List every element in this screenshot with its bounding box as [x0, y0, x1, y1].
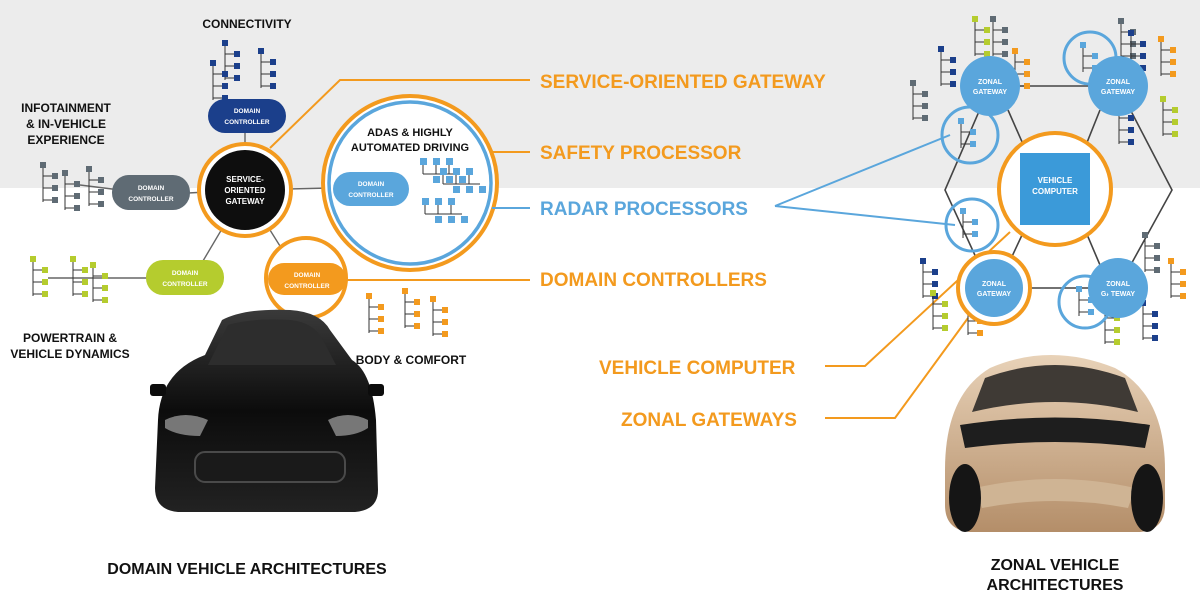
svg-text:GATEWAY: GATEWAY [973, 89, 1008, 96]
svg-text:DOMAIN: DOMAIN [294, 272, 321, 279]
vehicle-computer-callout: VEHICLE COMPUTER [599, 358, 796, 379]
svg-text:VEHICLE DYNAMICS: VEHICLE DYNAMICS [10, 347, 129, 361]
powertrain-label: POWERTRAIN & VEHICLE DYNAMICS [10, 331, 129, 361]
domain-architecture-title: DOMAIN VEHICLE ARCHITECTURES [107, 561, 387, 578]
svg-text:SERVICE-: SERVICE- [226, 175, 264, 184]
svg-text:CONTROLLER: CONTROLLER [162, 281, 207, 288]
radar-processor-rings [940, 30, 1118, 330]
svg-text:DOMAIN: DOMAIN [358, 181, 385, 188]
svg-text:ZONAL: ZONAL [1106, 79, 1131, 86]
body-domain-controller: DOMAIN CONTROLLER [264, 236, 348, 320]
svg-text:ZONAL: ZONAL [982, 281, 1007, 288]
infotainment-label: INFOTAINMENT & IN-VEHICLE EXPERIENCE [21, 101, 111, 147]
zonal-gateway-bottom-right: ZONAL GATEWAY [1088, 258, 1148, 318]
zonal-gateway-top-right: ZONAL GATEWAY [1088, 56, 1148, 116]
domain-controllers-callout: DOMAIN CONTROLLERS [540, 270, 767, 291]
svg-text:ARCHITECTURES: ARCHITECTURES [987, 577, 1124, 594]
svg-text:CONTROLLER: CONTROLLER [284, 283, 329, 290]
radar-processors-callout: RADAR PROCESSORS [540, 199, 748, 220]
powertrain-domain-controller: DOMAIN CONTROLLER [146, 260, 224, 295]
infotainment-domain-controller: DOMAIN CONTROLLER [112, 175, 190, 210]
zonal-architecture-title: ZONAL VEHICLE ARCHITECTURES [987, 557, 1124, 594]
svg-text:GATEWAY: GATEWAY [1101, 89, 1136, 96]
svg-text:& IN-VEHICLE: & IN-VEHICLE [26, 117, 106, 131]
svg-text:CONTROLLER: CONTROLLER [348, 192, 393, 199]
svg-text:POWERTRAIN &: POWERTRAIN & [23, 331, 117, 345]
service-gateway-callout: SERVICE-ORIENTED GATEWAY [540, 72, 826, 93]
svg-text:ZONAL: ZONAL [1106, 281, 1131, 288]
connectivity-domain-controller: DOMAIN CONTROLLER [208, 99, 286, 133]
gold-concept-car-image [945, 355, 1165, 532]
safety-processor-callout: SAFETY PROCESSOR [540, 143, 742, 164]
svg-text:INFOTAINMENT: INFOTAINMENT [21, 101, 111, 115]
vehicle-computer: VEHICLE COMPUTER [997, 131, 1113, 247]
powertrain-ecu-tree [29, 255, 109, 304]
svg-text:ADAS & HIGHLY: ADAS & HIGHLY [367, 127, 453, 139]
svg-text:EXPERIENCE: EXPERIENCE [27, 133, 104, 147]
svg-text:ZONAL: ZONAL [978, 79, 1003, 86]
adas-domain: ADAS & HIGHLY AUTOMATED DRIVING DOMAIN C… [321, 94, 499, 272]
svg-text:GATEWAY: GATEWAY [225, 197, 265, 206]
body-ecu-tree [365, 287, 449, 338]
body-comfort-label: BODY & COMFORT [356, 353, 467, 367]
svg-text:ZONAL VEHICLE: ZONAL VEHICLE [991, 557, 1120, 574]
svg-text:ORIENTED: ORIENTED [224, 186, 266, 195]
svg-text:COMPUTER: COMPUTER [1032, 187, 1078, 196]
svg-text:CONTROLLER: CONTROLLER [224, 119, 269, 126]
black-sedan-image [150, 309, 384, 512]
svg-text:GATEWAY: GATEWAY [1101, 291, 1136, 298]
connectivity-label: CONNECTIVITY [202, 17, 291, 31]
svg-text:DOMAIN: DOMAIN [138, 185, 165, 192]
svg-text:GATEWAY: GATEWAY [977, 291, 1012, 298]
svg-text:VEHICLE: VEHICLE [1038, 176, 1073, 185]
svg-text:CONTROLLER: CONTROLLER [128, 196, 173, 203]
svg-text:DOMAIN: DOMAIN [172, 270, 199, 277]
zonal-gateway-bottom-left: ZONAL GATEWAY [956, 250, 1032, 326]
svg-text:DOMAIN: DOMAIN [234, 108, 261, 115]
zonal-gateway-top-left: ZONAL GATEWAY [960, 56, 1020, 116]
zonal-gateways-callout: ZONAL GATEWAYS [621, 410, 797, 431]
service-oriented-gateway: SERVICE- ORIENTED GATEWAY [197, 142, 293, 238]
svg-text:AUTOMATED DRIVING: AUTOMATED DRIVING [351, 142, 469, 154]
